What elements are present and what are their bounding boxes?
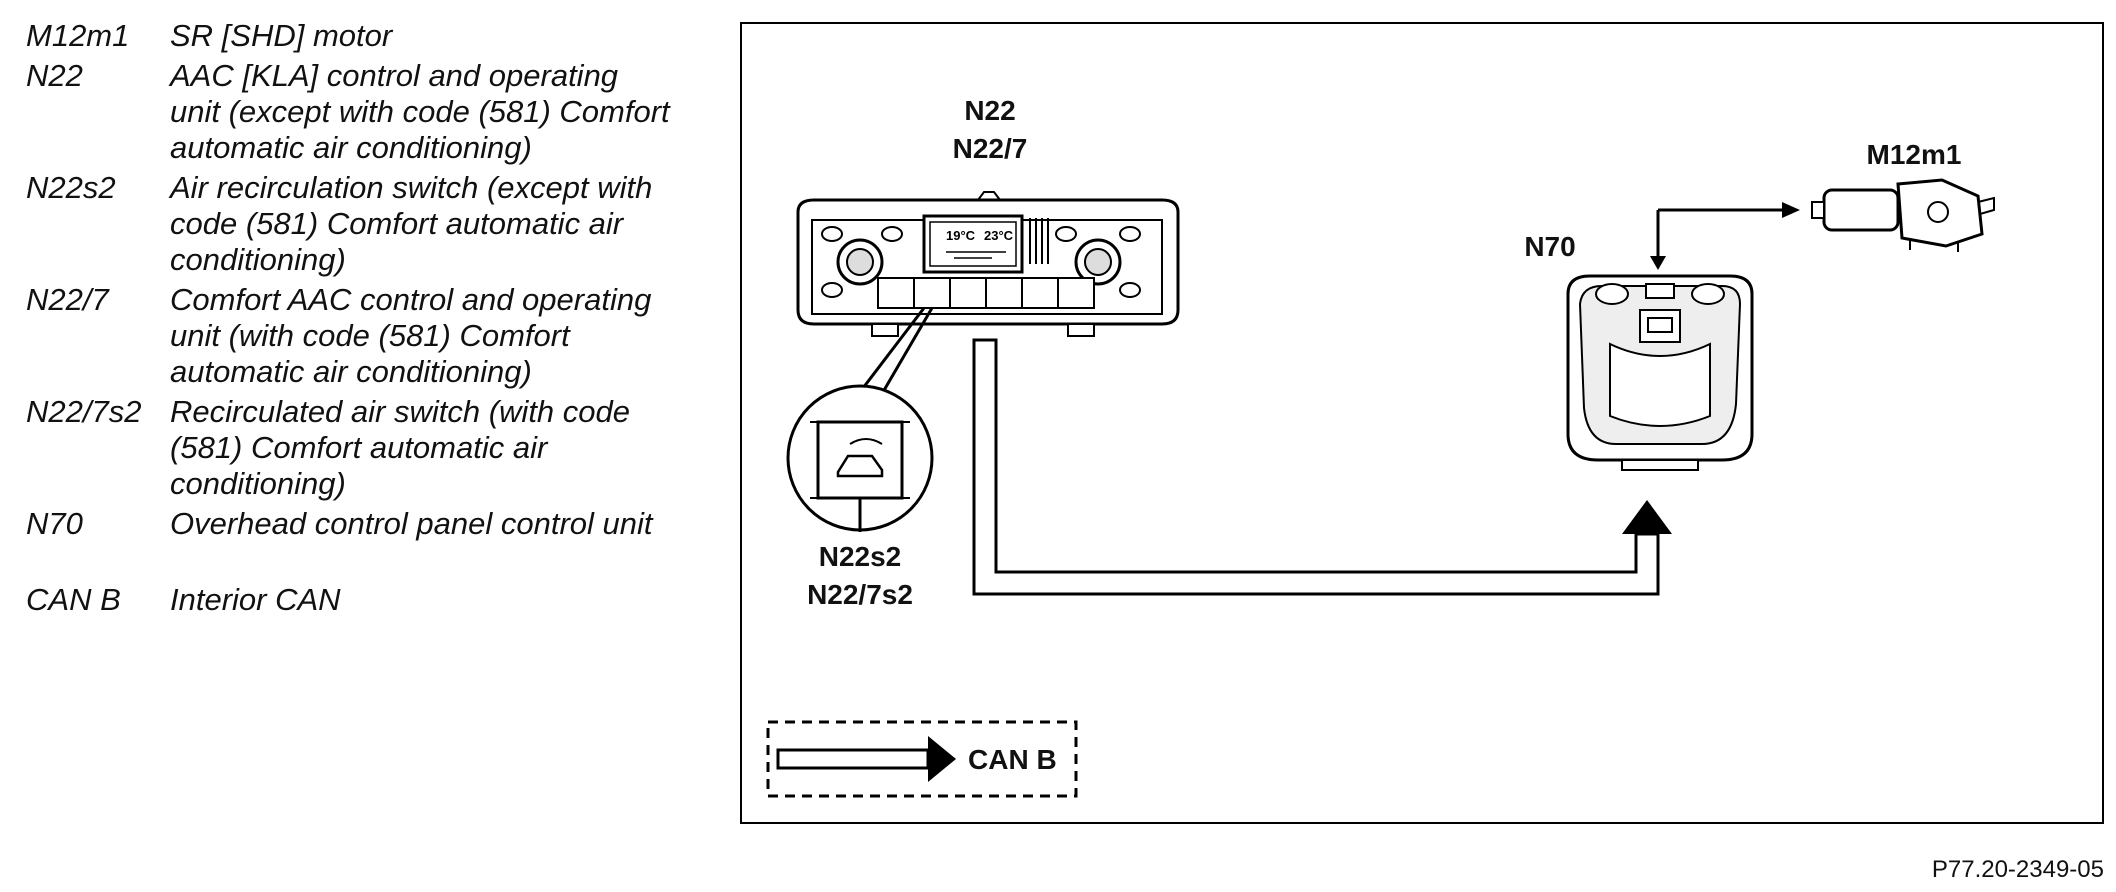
- legend-code: N70: [26, 506, 83, 541]
- label-n22s2: N22s2: [819, 541, 902, 572]
- legend-desc: Comfort AAC control and operating unit (…: [170, 282, 652, 389]
- label-m12m1: M12m1: [1867, 139, 1962, 170]
- label-n22-7: N22/7: [953, 133, 1028, 164]
- recirc-car-icon: [836, 454, 884, 478]
- climate-control-unit: 19°C 23°C: [796, 191, 1180, 337]
- legend-row-m12m1: M12m1 SR [SHD] motor: [26, 18, 676, 54]
- can-b-key-label: CAN B: [968, 744, 1057, 775]
- display-temp-right: 23°C: [984, 228, 1014, 243]
- legend-code: M12m1: [26, 18, 130, 53]
- legend-row-n22: N22 AAC [KLA] control and operating unit…: [26, 58, 676, 166]
- legend-code: N22s2: [26, 170, 116, 205]
- n70-m12m1-connection: [1650, 202, 1800, 270]
- legend-desc: Air recirculation switch (except with co…: [170, 170, 653, 277]
- legend-row-n22s2: N22s2 Air recirculation switch (except w…: [26, 170, 676, 278]
- label-n22: N22: [964, 95, 1015, 126]
- legend-desc: SR [SHD] motor: [170, 18, 393, 53]
- zoom-recirc-switch: [786, 384, 934, 532]
- legend-row-n22-7s2: N22/7s2 Recirculated air switch (with co…: [26, 394, 676, 502]
- legend-row-n22-7: N22/7 Comfort AAC control and operating …: [26, 282, 676, 390]
- legend-code: N22/7: [26, 282, 109, 317]
- sunroof-motor: [1811, 178, 1995, 252]
- wiring-diagram: N22 N22/7 19°C 23°C: [766, 95, 1995, 798]
- legend-row-n70: N70 Overhead control panel control unit: [26, 506, 676, 542]
- legend-code: N22/7s2: [26, 394, 142, 429]
- overhead-control-panel: [1566, 274, 1754, 471]
- figure-reference: P77.20-2349-05: [1931, 856, 2104, 883]
- can-b-arrow-path: [972, 338, 1660, 596]
- can-b-key: CAN B: [766, 720, 1078, 798]
- legend-row-can-b: CAN B Interior CAN: [26, 582, 676, 618]
- legend-code: CAN B: [26, 582, 121, 617]
- legend-code: N22: [26, 58, 83, 93]
- legend-desc: Recirculated air switch (with code (581)…: [170, 394, 631, 501]
- callout-line: [874, 307, 934, 405]
- legend-desc: Overhead control panel control unit: [170, 506, 653, 541]
- legend-desc: Interior CAN: [170, 582, 341, 617]
- legend-desc: AAC [KLA] control and operating unit (ex…: [170, 58, 670, 165]
- can-b-arrowhead: [1622, 500, 1672, 534]
- callout-line: [858, 307, 926, 393]
- diagram-frame: N22 N22/7 19°C 23°C: [740, 22, 2104, 824]
- label-n70: N70: [1524, 231, 1575, 262]
- display-temp-left: 19°C: [946, 228, 976, 243]
- legend: M12m1 SR [SHD] motor N22 AAC [KLA] contr…: [26, 18, 676, 618]
- label-n22-7s2: N22/7s2: [807, 579, 913, 610]
